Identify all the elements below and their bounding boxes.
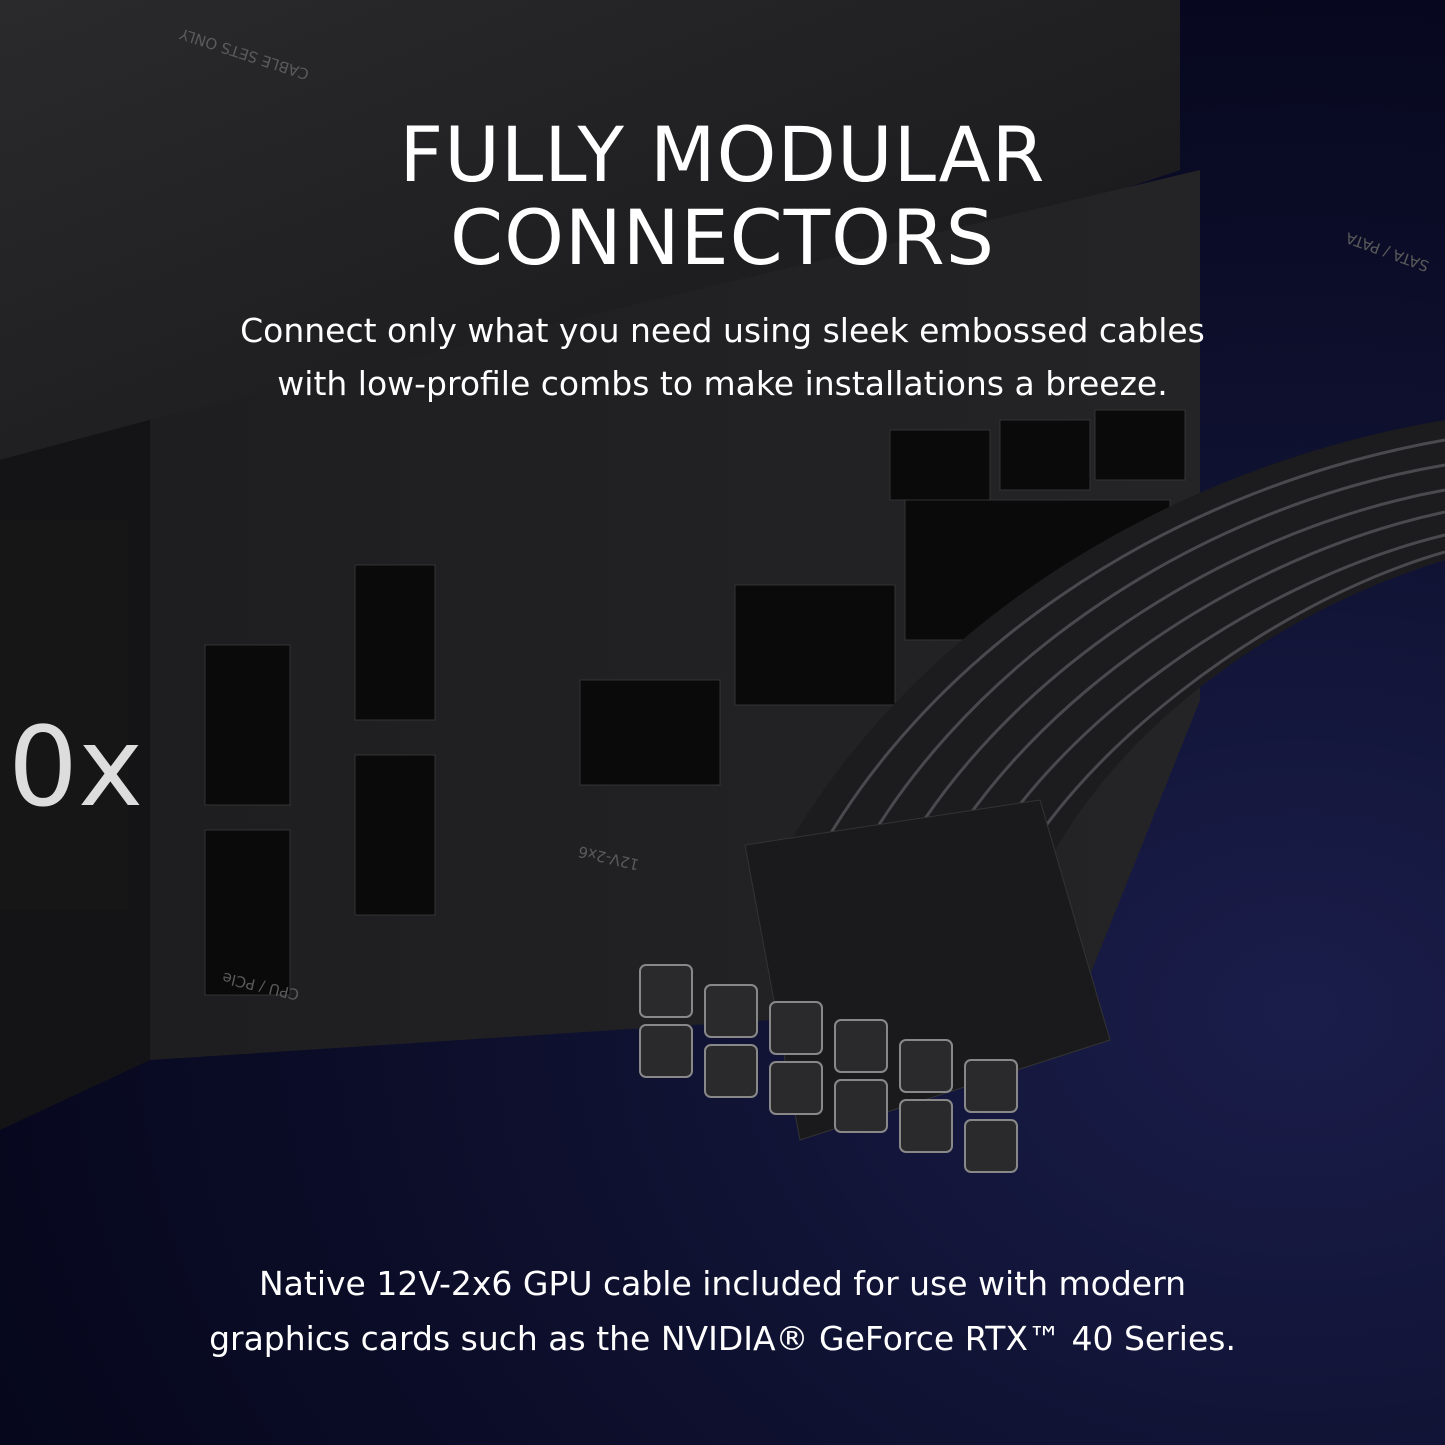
headline-line-1: FULLY MODULAR bbox=[399, 110, 1046, 199]
cpu-pcie-ports bbox=[204, 564, 436, 996]
gpu-connector bbox=[639, 799, 1111, 1173]
subheadline-line-2: with low-profile combs to make installat… bbox=[277, 364, 1168, 403]
footnote-line-1: Native 12V-2x6 GPU cable included for us… bbox=[258, 1264, 1187, 1303]
subheadline-line-1: Connect only what you need using sleek e… bbox=[240, 311, 1205, 350]
model-text: 0x bbox=[8, 703, 143, 831]
headline-line-2: CONNECTORS bbox=[450, 193, 995, 282]
footnote-line-2: graphics cards such as the NVIDIA® GeFor… bbox=[209, 1319, 1236, 1358]
psu-top bbox=[0, 0, 1180, 460]
model-badge bbox=[0, 520, 128, 910]
